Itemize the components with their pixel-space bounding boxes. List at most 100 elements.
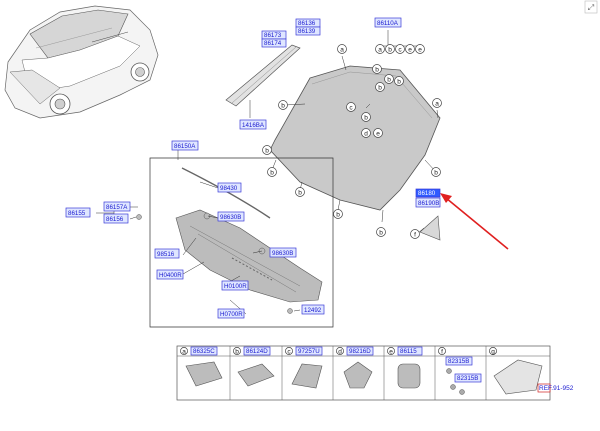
svg-text:b: b <box>387 77 391 84</box>
glass-corner-piece <box>419 215 441 241</box>
callout-b: b <box>361 112 371 122</box>
svg-text:f: f <box>441 348 443 355</box>
legend-cell-c[interactable]: c 97257U <box>285 346 323 389</box>
svg-text:86155: 86155 <box>68 210 86 217</box>
callout-b: b <box>376 227 386 237</box>
cowl-frame <box>149 157 334 328</box>
svg-text:86150A: 86150A <box>174 143 196 150</box>
svg-text:b: b <box>281 103 285 110</box>
legend-cell-e[interactable]: e 86115 <box>387 346 423 389</box>
legend-cell-b[interactable]: b 86124D <box>233 346 275 387</box>
svg-text:e: e <box>376 131 380 138</box>
windshield-glass <box>269 65 441 211</box>
svg-text:86174: 86174 <box>264 40 282 47</box>
label-98430[interactable]: 98430 <box>217 182 242 193</box>
legend-cell-a[interactable]: a 86325C <box>180 346 223 387</box>
legend-cell-g[interactable]: g REF.91-952 <box>489 347 574 395</box>
label-86155[interactable]: 86155 <box>65 207 91 218</box>
washer-icon <box>136 214 142 220</box>
svg-text:a: a <box>378 47 382 54</box>
svg-text:86325C: 86325C <box>193 348 215 355</box>
callout-b: b <box>267 167 277 177</box>
svg-text:86110A: 86110A <box>377 20 399 27</box>
svg-text:b: b <box>265 148 269 155</box>
label-86157A[interactable]: 86157A <box>103 201 131 212</box>
callout-b: b <box>278 100 288 110</box>
label-86136[interactable]: 86136 <box>295 18 321 28</box>
cowl-strip <box>181 167 271 219</box>
svg-text:e: e <box>418 47 422 54</box>
label-1416BA[interactable]: 1416BA <box>239 119 267 130</box>
label-98630B-upper[interactable]: 98630B <box>217 211 245 222</box>
svg-text:98630B: 98630B <box>272 250 293 257</box>
label-98630B-lower[interactable]: 98630B <box>269 247 297 258</box>
part-labels[interactable]: 86110A 86136 86139 86173 86174 1416BA 86… <box>65 17 441 319</box>
svg-text:f: f <box>414 232 416 239</box>
callout-c: c <box>346 102 356 112</box>
svg-text:b: b <box>336 212 340 219</box>
svg-text:a: a <box>435 101 439 108</box>
callout-a: a <box>375 44 385 54</box>
label-86150A[interactable]: 86150A <box>171 140 199 151</box>
label-12492[interactable]: 12492 <box>301 304 325 315</box>
callout-a: a <box>432 98 442 108</box>
svg-text:H0400R: H0400R <box>159 272 182 279</box>
callout-c: c <box>395 44 405 54</box>
car-illustration <box>4 5 159 119</box>
cowl-panel <box>175 209 323 303</box>
callout-e: e <box>415 44 425 54</box>
svg-text:b: b <box>364 115 368 122</box>
svg-text:e: e <box>408 47 412 54</box>
svg-text:86190B: 86190B <box>418 200 439 207</box>
svg-text:d: d <box>364 131 368 138</box>
label-98516[interactable]: 98516 <box>154 248 180 259</box>
callout-b: b <box>385 44 395 54</box>
label-86156[interactable]: 86156 <box>103 213 129 224</box>
roof-molding <box>225 44 301 118</box>
svg-text:e: e <box>389 348 393 355</box>
legend-table: a 86325C b 86124D c 97257U d 98216D e 86… <box>176 345 574 401</box>
svg-text:b: b <box>397 79 401 86</box>
label-86174[interactable]: 86174 <box>261 38 287 48</box>
label-86110A[interactable]: 86110A <box>374 17 402 28</box>
svg-text:98630B: 98630B <box>220 214 241 221</box>
svg-text:1416BA: 1416BA <box>242 122 265 129</box>
callout-b: b <box>375 82 385 92</box>
svg-text:86180: 86180 <box>418 190 436 197</box>
svg-text:86124D: 86124D <box>246 348 268 355</box>
label-H0400R[interactable]: H0400R <box>156 269 184 280</box>
legend-cell-d[interactable]: d 98216D <box>336 346 374 389</box>
svg-text:82315B: 82315B <box>457 375 478 382</box>
callout-e: e <box>373 128 383 138</box>
label-86180-highlighted[interactable]: 86180 <box>415 188 441 198</box>
callout-b: b <box>333 209 343 219</box>
svg-text:b: b <box>235 348 239 355</box>
screw-icon <box>287 308 293 314</box>
svg-text:12492: 12492 <box>304 307 322 314</box>
svg-text:b: b <box>388 47 392 54</box>
clip-icon <box>203 212 211 220</box>
svg-text:86136: 86136 <box>298 20 316 27</box>
svg-text:86115: 86115 <box>400 348 417 355</box>
callout-a: a <box>337 44 347 54</box>
svg-text:b: b <box>270 170 274 177</box>
svg-text:a: a <box>182 348 186 355</box>
svg-text:g: g <box>491 348 495 355</box>
svg-text:c: c <box>287 348 291 355</box>
label-H0100R[interactable]: H0100R <box>221 280 249 291</box>
svg-text:98216D: 98216D <box>349 348 371 355</box>
label-86190B[interactable]: 86190B <box>415 197 441 208</box>
expand-icon[interactable]: ⤢ <box>584 0 598 14</box>
callout-b: b <box>372 64 382 74</box>
svg-text:b: b <box>298 190 302 197</box>
svg-text:a: a <box>340 47 344 54</box>
callout-b: b <box>384 74 394 84</box>
svg-text:86173: 86173 <box>264 32 282 39</box>
label-86173[interactable]: 86173 <box>261 30 287 40</box>
callout-b: b <box>295 187 305 197</box>
label-H0700R[interactable]: H0700R <box>217 308 245 319</box>
legend-cell-f[interactable]: f 82315B 82315B <box>438 347 482 395</box>
label-86139[interactable]: 86139 <box>295 26 321 36</box>
callout-b: b <box>431 167 441 177</box>
